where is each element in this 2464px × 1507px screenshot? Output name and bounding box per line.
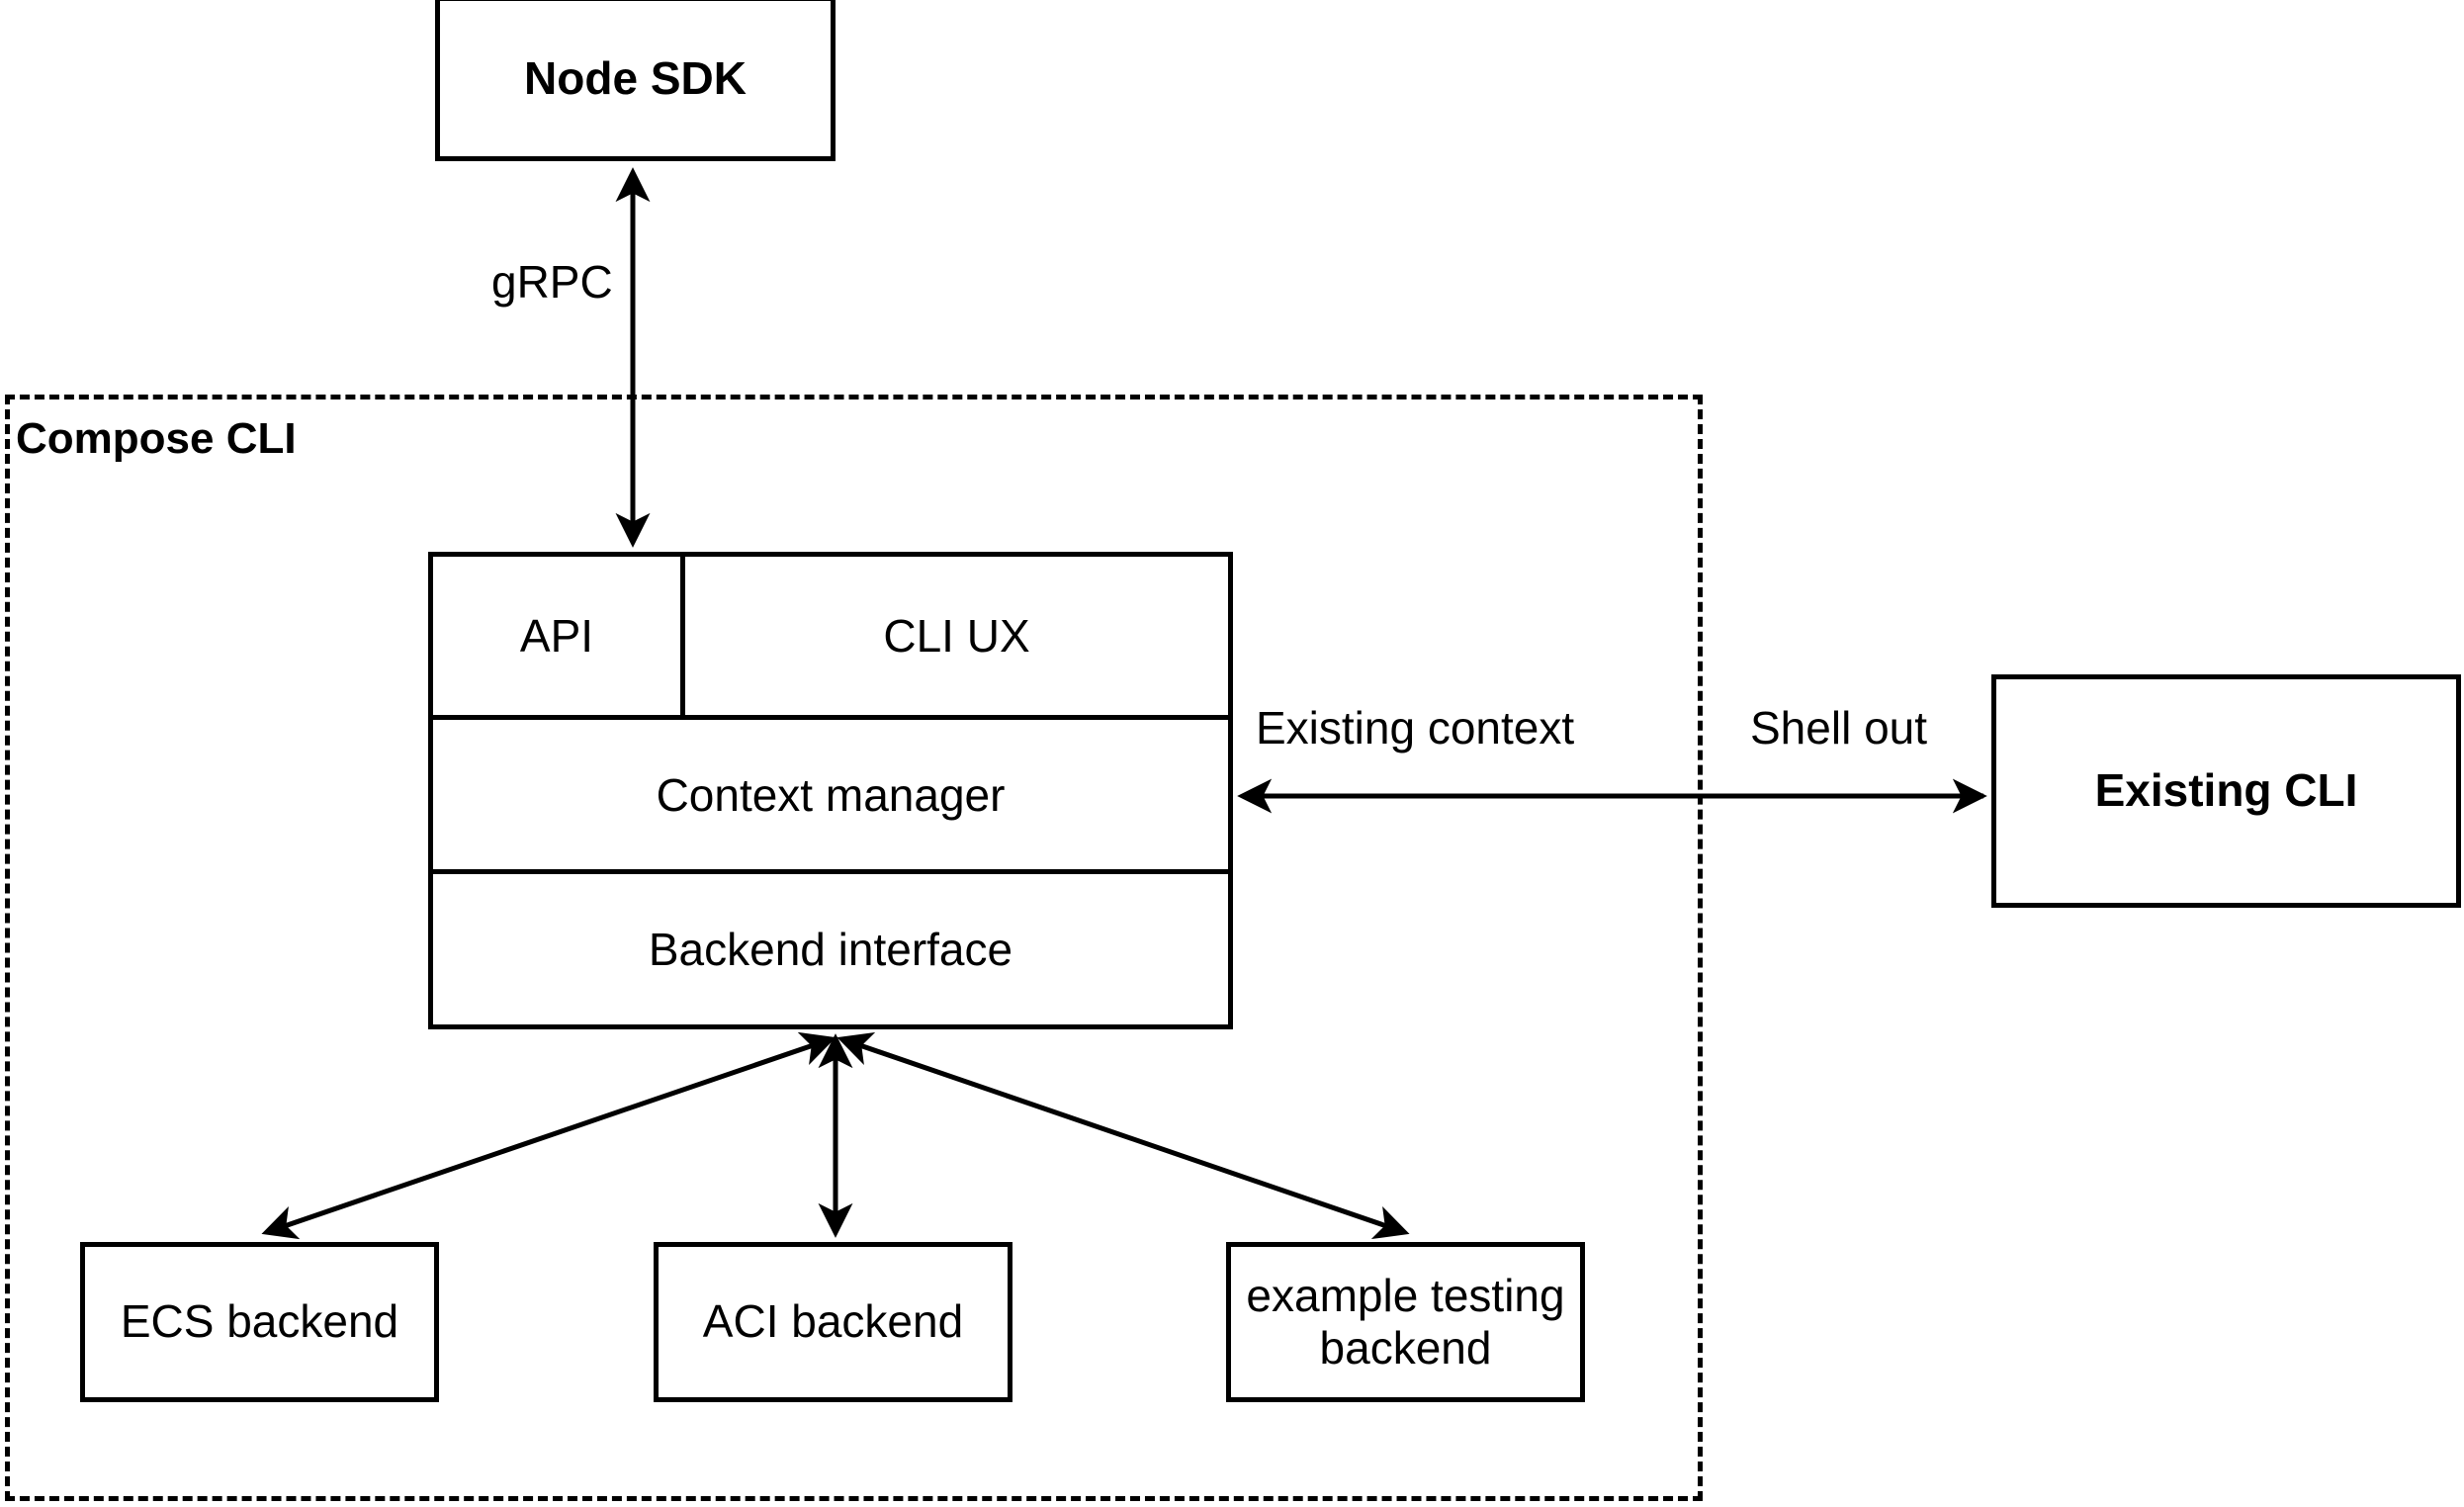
node-node-sdk[interactable]: Node SDK [435,0,836,161]
node-aci-backend[interactable]: ACI backend [654,1242,1012,1402]
compose-cli-group-boundary [5,395,1703,1501]
node-example-testing-backend-label-line2: backend [1319,1322,1492,1374]
stack-row-context-manager: Context manager [433,715,1228,869]
compose-cli-core-stack: API CLI UX Context manager Backend inter… [428,552,1233,1029]
node-existing-cli[interactable]: Existing CLI [1991,674,2461,908]
edge-label-grpc: gRPC [487,255,617,309]
node-aci-backend-label: ACI backend [702,1295,964,1348]
stack-cell-cli-ux[interactable]: CLI UX [680,557,1228,715]
node-ecs-backend-label: ECS backend [120,1295,399,1348]
stack-cell-api[interactable]: API [433,557,680,715]
node-ecs-backend[interactable]: ECS backend [80,1242,439,1402]
stack-cell-cli-ux-label: CLI UX [883,610,1030,662]
edge-label-shell-out: Shell out [1746,701,1932,754]
edge-label-existing-context: Existing context [1252,701,1579,754]
stack-cell-backend-interface[interactable]: Backend interface [433,874,1228,1024]
compose-cli-group-label: Compose CLI [16,414,297,463]
node-existing-cli-label: Existing CLI [2094,764,2358,817]
stack-cell-context-manager-label: Context manager [656,768,1006,821]
stack-cell-api-label: API [519,610,594,662]
node-example-testing-backend[interactable]: example testing backend [1226,1242,1585,1402]
node-node-sdk-label: Node SDK [524,51,747,104]
stack-cell-backend-interface-label: Backend interface [648,924,1013,975]
stack-cell-context-manager[interactable]: Context manager [433,720,1228,869]
stack-row-backend-interface: Backend interface [433,869,1228,1024]
stack-row-api-cliux: API CLI UX [433,557,1228,715]
node-example-testing-backend-label-line1: example testing [1246,1269,1565,1321]
